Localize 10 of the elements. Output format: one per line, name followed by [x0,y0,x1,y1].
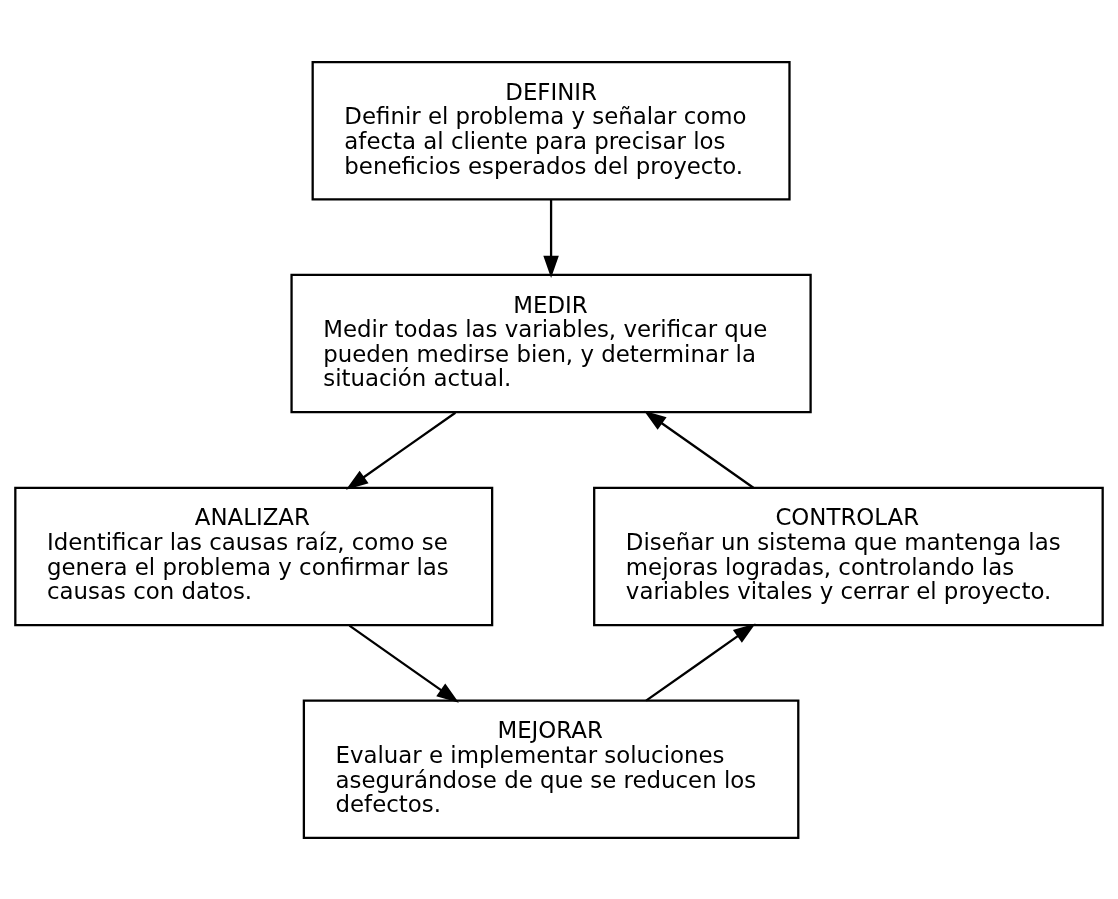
arrow [543,199,559,278]
node-box: DEFINIR Definir el problema y señalar como afecta al cliente para precisar los beneficios esperados del proyecto. [311,60,791,200]
node-box: MEJORAR Evaluar e implementar soluciones asegurándose de que se reducen los defectos. [302,699,800,839]
arrow [643,410,755,489]
arrow [645,623,756,702]
node-box: CONTROLAR Diseñar un sistema que mantenga las mejoras logradas, controlando las variables vitales y cerrar el proyecto. [593,486,1104,626]
node-box: MEDIR Medir todas las variables, verificar que pueden medirse bien, y determinar la situación actual. [290,273,812,413]
arrow [348,624,459,703]
node-box: ANALIZAR Identificar las causas raíz, como se genera el problema y confirmar las causas con datos. [14,486,494,626]
arrow [345,411,457,490]
